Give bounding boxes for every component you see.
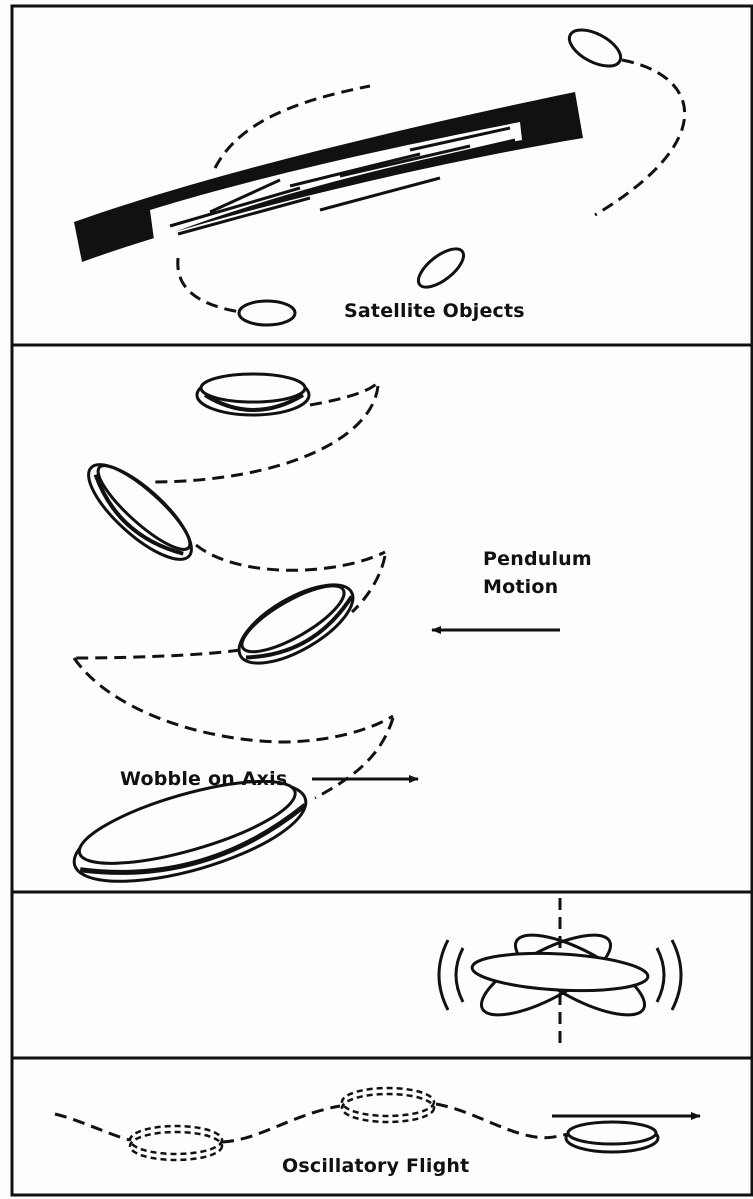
satellite-disc [412, 242, 469, 294]
pendulum-disc [197, 374, 309, 415]
wobble-disc [439, 898, 681, 1050]
satellite-disc [564, 22, 627, 73]
ghost-disc [342, 1094, 434, 1122]
label-pendulum-line1: Pendulum [483, 545, 613, 573]
ghost-disc [342, 1088, 434, 1116]
mothership [74, 92, 583, 262]
pendulum-disc [76, 451, 205, 574]
label-pendulum-motion: Pendulum Motion [483, 545, 613, 601]
label-satellite-objects: Satellite Objects [344, 297, 525, 325]
panel-pendulum-frame [12, 345, 752, 892]
label-wobble-on-axis: Wobble on Axis [120, 765, 287, 793]
ghost-disc [130, 1126, 222, 1154]
satellite-disc [239, 301, 295, 325]
oscillating-disc [566, 1122, 658, 1152]
ghost-disc [130, 1132, 222, 1160]
label-oscillatory-flight: Oscillatory Flight [282, 1152, 469, 1180]
pendulum-discs [64, 374, 364, 902]
pendulum-disc [228, 569, 365, 678]
label-pendulum-line2: Motion [483, 573, 613, 601]
